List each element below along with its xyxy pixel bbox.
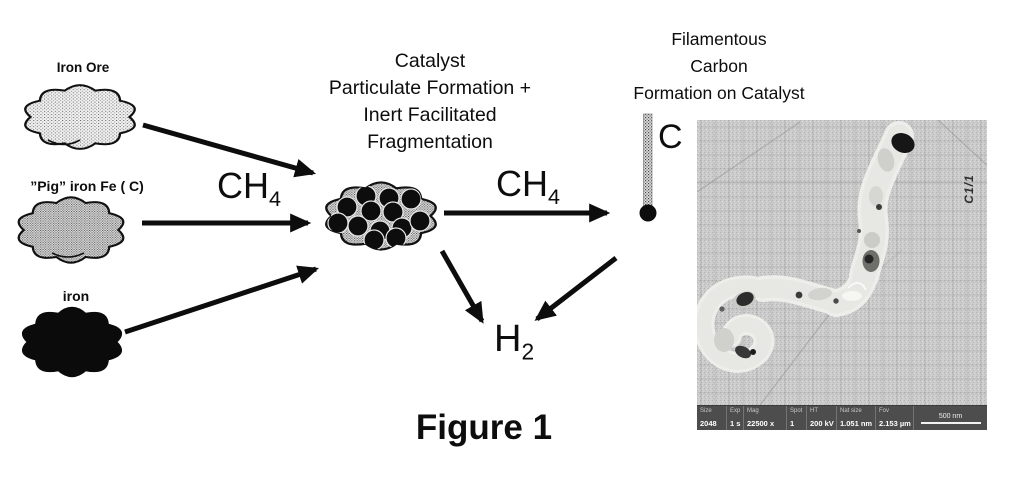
h2-label: H2 — [494, 318, 534, 363]
ch4-subscript: 4 — [269, 186, 282, 212]
tem-info-cell-mag: Mag 22500 x — [744, 406, 787, 430]
catalyst-ball — [639, 204, 657, 222]
tem-scale-cell: 500 nm — [914, 406, 987, 430]
tem-info-cell-fov: Fov 2.153 µm — [876, 406, 914, 430]
tem-info-cell-spot: Spot 1 — [787, 406, 807, 430]
carbon-label: C — [658, 118, 683, 156]
tem-scale-bar — [920, 421, 981, 424]
tem-info-cell-natsize: Nat size 1.051 nm — [837, 406, 876, 430]
catalyst-caption-line: Particulate Formation + — [328, 77, 532, 99]
iron-cloud — [21, 306, 123, 378]
arrow-iron-to-catalyst — [124, 265, 319, 335]
ch4-label-right: CH4 — [496, 163, 560, 208]
catalyst-caption-line: Catalyst — [394, 50, 466, 72]
tem-info-bar: Size 2048 Exp 1 s Mag 22500 x Spot 1 HT … — [697, 405, 987, 430]
h2-subscript: 2 — [521, 338, 535, 365]
filamentous-caption-line: Formation on Catalyst — [633, 83, 805, 103]
h2-base: H — [494, 318, 522, 360]
ch4-label-left: CH4 — [217, 165, 281, 210]
filamentous-caption: Filamentous Carbon Formation on Catalyst — [633, 26, 804, 107]
ch4-subscript: 4 — [548, 184, 561, 210]
ch4-base: CH — [217, 165, 269, 206]
catalyst-caption: Catalyst Particulate Formation + Inert F… — [329, 48, 531, 156]
arrow-catalyst-to-h2 — [439, 249, 485, 324]
tem-scale-label: 500 nm — [938, 412, 963, 420]
figure-caption: Figure 1 — [415, 408, 553, 447]
filamentous-caption-line: Filamentous — [671, 29, 767, 49]
pig-iron-label: ”Pig” iron Fe ( C) — [30, 178, 144, 194]
catalyst-particulate-blob — [325, 181, 437, 251]
ch4-base: CH — [496, 163, 548, 204]
arrow-filament-to-h2 — [534, 256, 618, 321]
arrow-ironore-to-catalyst — [142, 122, 317, 178]
catalyst-caption-line: Fragmentation — [367, 131, 493, 153]
tem-info-cell-size: Size 2048 — [697, 406, 727, 430]
carbon-filament-schematic — [639, 113, 657, 222]
tem-info-cell-exp: Exp 1 s — [727, 406, 744, 430]
catalyst-caption-line: Inert Facilitated — [363, 104, 497, 126]
iron-ore-cloud — [24, 83, 136, 151]
pig-iron-cloud — [17, 196, 125, 264]
iron-ore-label: Iron Ore — [56, 60, 110, 75]
tem-micrograph-image — [697, 120, 987, 430]
tem-side-label: C1/1 — [962, 174, 976, 204]
filamentous-caption-line: Carbon — [690, 56, 748, 76]
iron-label: iron — [62, 288, 90, 304]
tem-info-cell-ht: HT 200 kV — [807, 406, 837, 430]
